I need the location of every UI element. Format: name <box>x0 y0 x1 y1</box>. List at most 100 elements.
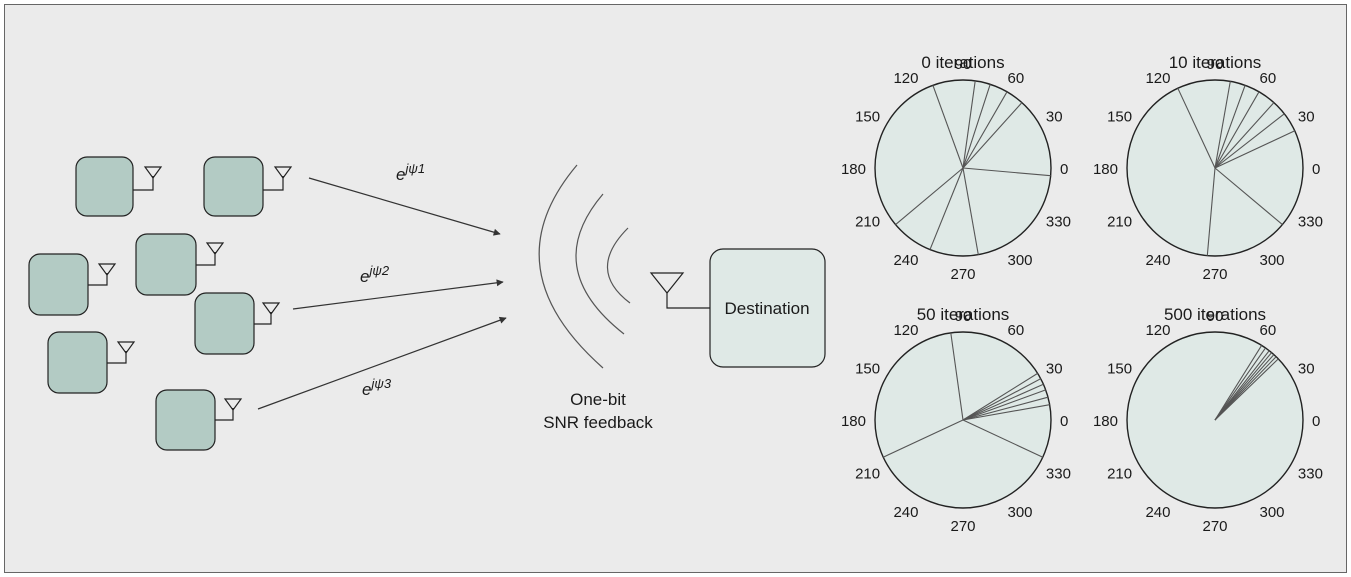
angle-tick-label: 120 <box>1145 322 1170 339</box>
antenna-icon <box>215 398 243 421</box>
angle-tick-label: 180 <box>841 161 866 178</box>
angle-tick-label: 60 <box>1008 70 1025 87</box>
source-node <box>203 156 293 217</box>
arrow-2 <box>292 279 504 310</box>
feedback-waves <box>538 164 631 369</box>
angle-tick-label: 270 <box>1202 518 1227 535</box>
angle-tick-label: 180 <box>841 413 866 430</box>
arrow-1 <box>308 177 501 236</box>
destination-label: Destination <box>724 299 809 318</box>
source-node <box>135 233 225 296</box>
phasor-line <box>929 167 964 250</box>
angle-tick-label: 150 <box>1107 109 1132 126</box>
phasor-line <box>962 84 991 169</box>
angle-tick-label: 90 <box>1207 308 1224 325</box>
angle-tick-label: 240 <box>1145 504 1170 521</box>
phasor-line <box>962 383 1044 421</box>
phasor-line <box>932 85 964 169</box>
angle-tick-label: 330 <box>1298 214 1323 231</box>
phasor-line <box>962 102 1023 169</box>
angle-tick-label: 210 <box>1107 466 1132 483</box>
angle-tick-label: 150 <box>855 361 880 378</box>
phasor-line <box>1214 167 1283 226</box>
angle-tick-label: 330 <box>1298 466 1323 483</box>
angle-tick-label: 210 <box>855 466 880 483</box>
source-nodes <box>28 156 293 451</box>
angle-tick-label: 300 <box>1008 504 1033 521</box>
angle-tick-label: 210 <box>855 214 880 231</box>
feedback-label-line-1: One-bit <box>570 390 626 409</box>
angle-tick-label: 150 <box>1107 361 1132 378</box>
angle-tick-label: 270 <box>950 518 975 535</box>
angle-tick-label: 90 <box>955 56 972 73</box>
phasor-line <box>1177 87 1216 169</box>
angle-tick-label: 300 <box>1260 252 1285 269</box>
wave-arc <box>538 164 604 369</box>
phasor-line <box>962 167 1051 177</box>
angle-tick-label: 240 <box>893 252 918 269</box>
polar-chart: 500 iterations03060901201501802102402703… <box>1093 305 1323 535</box>
angle-tick-label: 270 <box>950 266 975 283</box>
source-node <box>28 253 117 316</box>
polar-chart-title: 10 iterations <box>1169 53 1262 72</box>
figure-background <box>4 4 1347 573</box>
phasor-line <box>1214 102 1275 169</box>
destination-antenna-icon <box>649 272 710 309</box>
arrow-3 <box>257 316 507 410</box>
angle-tick-label: 30 <box>1046 109 1063 126</box>
polar-chart-title: 0 iterations <box>921 53 1004 72</box>
angle-tick-label: 300 <box>1008 252 1033 269</box>
angle-tick-label: 60 <box>1260 70 1277 87</box>
phasor-line <box>962 378 1041 421</box>
angle-tick-label: 0 <box>1312 161 1320 178</box>
phasor-line <box>962 404 1050 421</box>
angle-tick-label: 240 <box>1145 252 1170 269</box>
arrow-label-2: ejψ2 <box>360 263 390 286</box>
antenna-icon <box>88 263 117 286</box>
angle-tick-label: 60 <box>1260 322 1277 339</box>
phasor-line <box>1214 347 1266 421</box>
angle-tick-label: 60 <box>1008 322 1025 339</box>
feedback-label-line-2: SNR feedback <box>543 413 653 432</box>
angle-tick-label: 240 <box>893 504 918 521</box>
phasor-line <box>882 419 964 458</box>
angle-tick-label: 210 <box>1107 214 1132 231</box>
angle-tick-label: 330 <box>1046 214 1071 231</box>
source-node <box>155 389 243 451</box>
angle-tick-label: 30 <box>1298 109 1315 126</box>
phasor-line <box>1214 358 1279 421</box>
phasor-line <box>962 396 1049 421</box>
angle-tick-label: 0 <box>1060 413 1068 430</box>
phasor-line <box>1214 130 1296 169</box>
angle-tick-label: 300 <box>1260 504 1285 521</box>
angle-tick-label: 150 <box>855 109 880 126</box>
phasor-line <box>962 389 1046 421</box>
polar-charts: 0 iterations0306090120150180210240270300… <box>841 53 1323 535</box>
angle-tick-label: 0 <box>1060 161 1068 178</box>
phasor-line <box>1214 85 1246 169</box>
phasor-line <box>1206 167 1216 256</box>
phasor-line <box>962 372 1038 421</box>
angle-tick-label: 180 <box>1093 161 1118 178</box>
source-node <box>47 331 136 394</box>
phasor-line <box>1214 81 1231 169</box>
angle-tick-label: 120 <box>893 70 918 87</box>
phasor-line <box>1214 113 1285 169</box>
arrow-label-3: ejψ3 <box>362 376 392 399</box>
phasor-line <box>895 167 964 226</box>
wave-arc <box>606 227 631 304</box>
angle-tick-label: 30 <box>1298 361 1315 378</box>
angle-tick-label: 120 <box>1145 70 1170 87</box>
polar-chart-title: 50 iterations <box>917 305 1010 324</box>
phasor-line <box>962 419 1044 458</box>
antenna-icon <box>254 302 281 325</box>
antenna-icon <box>133 166 163 191</box>
wave-arc <box>575 193 625 335</box>
phasor-line <box>950 332 964 421</box>
angle-tick-label: 0 <box>1312 413 1320 430</box>
angle-tick-label: 120 <box>893 322 918 339</box>
antenna-icon <box>107 341 136 364</box>
source-node <box>194 292 281 355</box>
polar-chart: 0 iterations 0 30 60 90 120 150 180 210 240 270 300… <box>841 53 1071 283</box>
